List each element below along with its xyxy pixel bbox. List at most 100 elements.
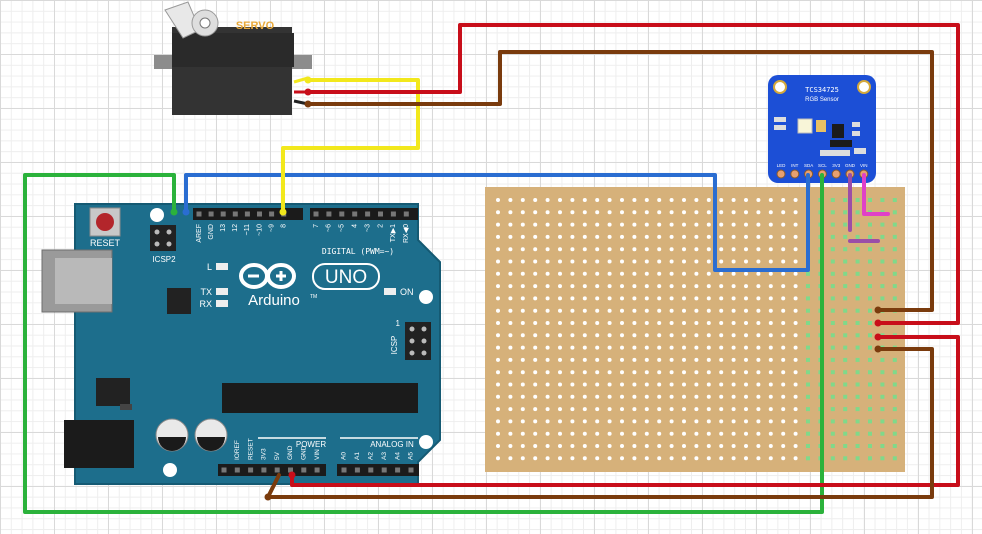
stripboard-hole bbox=[880, 382, 885, 387]
analog-pin-hole[interactable] bbox=[354, 467, 360, 473]
digital-pin-hole[interactable] bbox=[196, 211, 202, 217]
digital-pin-label: 8 bbox=[281, 224, 288, 228]
digital-pin-hole[interactable] bbox=[313, 211, 319, 217]
stripboard-hole bbox=[570, 198, 575, 202]
digital-pin-hole[interactable] bbox=[220, 211, 226, 217]
stripboard-hole bbox=[644, 296, 649, 301]
digital-pin-hole[interactable] bbox=[352, 211, 358, 217]
digital-pin-hole[interactable] bbox=[244, 211, 250, 217]
stripboard-hole bbox=[607, 333, 612, 338]
stripboard-hole bbox=[756, 456, 761, 461]
digital-pin-label: ~5 bbox=[339, 224, 346, 232]
power-pin-hole[interactable] bbox=[261, 467, 267, 473]
power-pin-hole[interactable] bbox=[221, 467, 227, 473]
led-l-label: L bbox=[207, 262, 212, 272]
analog-pin-hole[interactable] bbox=[395, 467, 401, 473]
digital-pin-hole[interactable] bbox=[257, 211, 262, 217]
power-pin-hole[interactable] bbox=[248, 467, 254, 473]
reset-button-cap[interactable] bbox=[96, 213, 114, 231]
power-pin-hole[interactable] bbox=[301, 467, 307, 473]
stripboard-hole bbox=[793, 284, 798, 289]
sensor-pin-hole[interactable] bbox=[790, 169, 800, 179]
stripboard-hole bbox=[682, 198, 686, 202]
stripboard-hole bbox=[781, 419, 786, 424]
stripboard-hole bbox=[533, 407, 538, 412]
stripboard-hole bbox=[508, 198, 513, 202]
analog-pin-hole[interactable] bbox=[408, 467, 414, 473]
stripboard-hole bbox=[669, 234, 674, 239]
usb-chip bbox=[167, 288, 191, 314]
mounting-hole bbox=[150, 208, 164, 222]
stripboard-hole bbox=[768, 308, 773, 313]
analog-pin-hole[interactable] bbox=[368, 467, 374, 473]
digital-pin-hole[interactable] bbox=[403, 211, 409, 217]
stripboard-hole bbox=[806, 284, 810, 289]
stripboard-hole bbox=[669, 444, 674, 448]
power-pin-holes bbox=[221, 467, 414, 473]
stripboard-hole bbox=[632, 284, 637, 289]
digital-pin-label: ~11 bbox=[244, 224, 251, 235]
digital-pin-hole[interactable] bbox=[378, 211, 383, 217]
stripboard-hole bbox=[595, 407, 600, 412]
stripboard-hole bbox=[793, 357, 798, 362]
digital-pin-hole[interactable] bbox=[208, 211, 214, 217]
stripboard-hole bbox=[570, 234, 575, 239]
stripboard-hole bbox=[880, 284, 885, 289]
stripboard-hole bbox=[644, 394, 649, 399]
stripboard-hole bbox=[582, 321, 587, 325]
power-pin-hole[interactable] bbox=[314, 467, 320, 473]
led-tx bbox=[216, 288, 228, 295]
power-pin-label: IOREF bbox=[234, 440, 241, 460]
stripboard-hole bbox=[744, 284, 748, 289]
stripboard-hole bbox=[694, 370, 699, 375]
stripboard-hole bbox=[694, 296, 699, 301]
power-pin-hole[interactable] bbox=[234, 467, 240, 473]
stripboard-hole bbox=[595, 456, 600, 461]
digital-pin-hole[interactable] bbox=[390, 211, 396, 217]
power-pin-hole[interactable] bbox=[288, 467, 293, 473]
stripboard-hole bbox=[719, 333, 724, 338]
stripboard-hole bbox=[843, 259, 848, 264]
digital-pin-hole[interactable] bbox=[232, 211, 238, 217]
stripboard-hole bbox=[694, 431, 699, 436]
analog-pin-hole[interactable] bbox=[341, 467, 347, 473]
stripboard-hole bbox=[694, 247, 699, 252]
stripboard-hole bbox=[508, 271, 513, 276]
stripboard-hole bbox=[744, 210, 748, 215]
stripboard-hole bbox=[607, 444, 612, 448]
stripboard-hole bbox=[806, 456, 810, 461]
analog-pin-label: A0 bbox=[341, 452, 348, 460]
stripboard-hole bbox=[731, 394, 736, 399]
wire-red-arduino bbox=[290, 335, 960, 487]
stripboard-hole bbox=[657, 296, 662, 301]
digital-pin-hole[interactable] bbox=[365, 211, 371, 217]
power-pin-hole[interactable] bbox=[274, 467, 280, 473]
stripboard-hole bbox=[620, 419, 624, 424]
stripboard-hole bbox=[793, 431, 798, 436]
servo-label: SERVO bbox=[236, 20, 275, 32]
digital-pin-hole[interactable] bbox=[339, 211, 345, 217]
stripboard-hole bbox=[694, 407, 699, 412]
stripboard-hole bbox=[632, 333, 637, 338]
analog-pin-hole[interactable] bbox=[381, 467, 387, 473]
digital-pin-hole[interactable] bbox=[326, 211, 332, 217]
stripboard-hole bbox=[744, 394, 748, 399]
stripboard-hole bbox=[694, 321, 699, 325]
stripboard-hole bbox=[657, 419, 662, 424]
stripboard-hole bbox=[731, 370, 736, 375]
sensor-pin-hole[interactable] bbox=[831, 169, 841, 179]
stripboard-hole bbox=[620, 259, 624, 264]
sensor-pin-hole[interactable] bbox=[776, 169, 786, 179]
digital-pin-hole[interactable] bbox=[269, 211, 275, 217]
stripboard-hole bbox=[682, 370, 686, 375]
stripboard-hole bbox=[496, 419, 500, 424]
stripboard-hole bbox=[533, 271, 538, 276]
stripboard-hole bbox=[768, 234, 773, 239]
stripboard-hole bbox=[694, 210, 699, 215]
power-pin-label: 3V3 bbox=[261, 448, 268, 460]
stripboard-hole bbox=[582, 370, 587, 375]
stripboard-hole bbox=[607, 247, 612, 252]
stripboard-hole bbox=[843, 357, 848, 362]
power-pin-label: 5V bbox=[274, 451, 281, 460]
stripboard-hole bbox=[545, 419, 550, 424]
